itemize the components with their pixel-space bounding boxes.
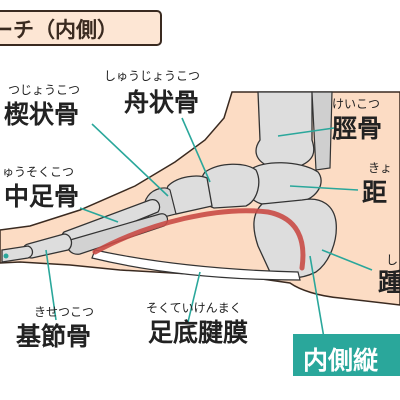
fascia-reading: そくていけんまく — [146, 301, 242, 315]
phalanx-label: 基節骨 — [16, 322, 92, 351]
leader-tibia — [277, 127, 335, 137]
arch-label-box: 内側縦 — [293, 334, 400, 376]
calcaneus-bone — [253, 198, 337, 279]
navicular-label: 舟状骨 — [124, 88, 200, 117]
title-box: ーチ（内側） — [0, 10, 162, 46]
page-title: ーチ（内側） — [0, 18, 118, 42]
metatarsal-label: 中足骨 — [4, 182, 80, 211]
navicular-reading: しゅうじょうこつ — [104, 69, 201, 83]
plantar-fascia — [91, 249, 301, 281]
arch-label: 内側縦 — [303, 346, 379, 375]
calcaneus-label: 踵 — [378, 268, 400, 297]
tibia-label: 脛骨 — [332, 114, 383, 143]
leader-metatarsal — [79, 207, 119, 223]
calcaneus-reading: し — [386, 253, 399, 267]
tibia-bone — [255, 91, 315, 167]
talus-reading: きょ — [368, 161, 393, 175]
leader-cuneiform — [91, 123, 169, 197]
fibula-bone — [311, 91, 333, 171]
leader-fascia — [187, 271, 201, 323]
leader-navicular — [181, 117, 211, 183]
leader-phalanx — [45, 249, 57, 321]
leader-lines — [45, 117, 373, 339]
fascia-label: 足底腱膜 — [148, 318, 249, 347]
phalanx-reading: きせつこつ — [34, 305, 95, 319]
cuneiform-label: 楔状骨 — [4, 100, 80, 129]
leader-arch — [309, 255, 325, 339]
toe-dot — [3, 253, 9, 259]
talus-label: 距 — [362, 178, 388, 207]
metatarsal-reading: ゅうそくこつ — [2, 165, 75, 179]
leader-talus — [289, 185, 359, 191]
distal-phalanx-bone — [1, 245, 34, 263]
cuneiform-reading: つじょうこつ — [8, 83, 81, 97]
leader-calcaneus — [321, 249, 373, 271]
medial-arch-line — [92, 208, 306, 271]
tibia-reading: けいこつ — [332, 97, 381, 111]
